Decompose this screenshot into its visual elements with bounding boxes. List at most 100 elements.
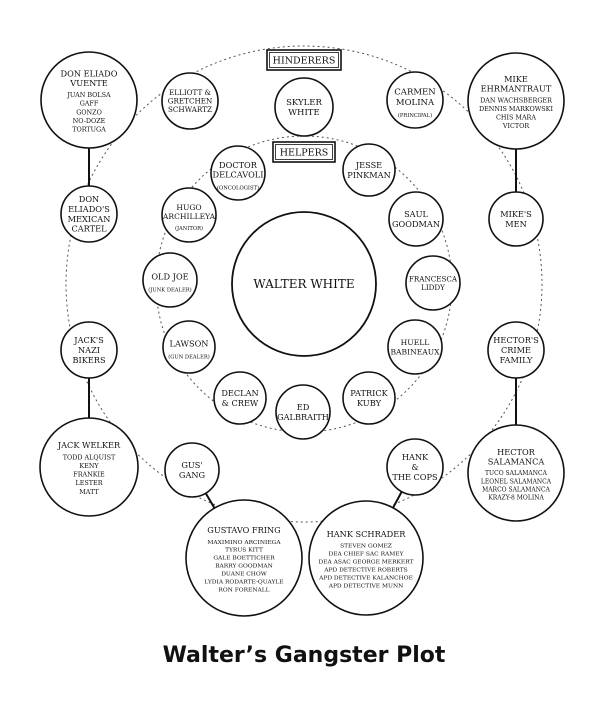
- node-circle: [386, 71, 444, 129]
- member-name: MATT: [79, 488, 99, 496]
- node-label: THE COPS: [392, 472, 438, 482]
- node-circle: [487, 321, 545, 379]
- member-name: DAN WACHSBERGER: [480, 96, 552, 104]
- node-label: PINKMAN: [347, 170, 390, 180]
- group-cops: HANK&THE COPS: [386, 438, 444, 496]
- node-label: GANG: [179, 470, 205, 480]
- member-name: LESTER: [75, 479, 102, 487]
- helper-lawson: LAWSON(GUN DEALER): [162, 320, 216, 374]
- node-label: SKYLER: [286, 98, 322, 108]
- members-title: GUSTAVO FRING: [207, 525, 280, 535]
- member-name: MARCO SALAMANCA: [482, 486, 550, 493]
- node-label: & CREW: [222, 398, 259, 408]
- node-label: CRIME: [501, 345, 531, 355]
- members-circle: [40, 51, 138, 149]
- diagram-caption: Walter’s Gangster Plot: [162, 643, 446, 668]
- helpers-label-inner-box: [275, 144, 333, 160]
- hinderers-label-text: HINDERERS: [273, 56, 336, 67]
- member-name: MAXIMINO ARCINIEGA: [207, 540, 281, 546]
- member-name: NO-DOZE: [73, 117, 106, 125]
- node-label: CARTEL: [71, 224, 107, 234]
- helpers-label: HELPERS: [272, 141, 336, 163]
- node-label: GRETCHEN: [168, 97, 213, 106]
- center-walter-white: WALTER WHITE: [231, 211, 377, 357]
- node-circle: [342, 143, 396, 197]
- node-circle: [142, 252, 198, 308]
- node-label: FRANCESCA: [409, 274, 458, 283]
- member-name: APD DETECTIVE MUNN: [328, 584, 404, 590]
- node-label: SAUL: [404, 209, 428, 219]
- center-label: WALTER WHITE: [253, 277, 354, 291]
- node-label: ELIADO'S: [68, 204, 110, 214]
- node-label: JESSE: [355, 160, 382, 170]
- node-label: DELCAVOLI: [213, 170, 264, 180]
- node-sublabel: (JUNK DEALER): [148, 286, 191, 293]
- node-circle: [210, 145, 266, 201]
- member-name: TORTUGA: [72, 126, 106, 134]
- helpers-label-text: HELPERS: [280, 148, 329, 159]
- member-name: DENNIS MARKOWSKI: [479, 105, 553, 113]
- members-title: DON ELIADO: [61, 69, 118, 79]
- node-label: DOCTOR: [219, 160, 258, 170]
- members-title: JACK WELKER: [57, 440, 121, 450]
- node-sublabel: (ONCOLOGIST): [217, 184, 259, 191]
- node-label: JACK'S: [73, 335, 104, 345]
- members-title: MIKE: [504, 74, 528, 84]
- node-label: ED: [297, 402, 310, 412]
- member-name: APD DETECTIVE ROBERTS: [323, 568, 407, 574]
- node-label: SCHWARTZ: [168, 105, 212, 114]
- member-name: VICTOR: [502, 122, 530, 130]
- member-name: TYRUS KITT: [225, 548, 263, 554]
- hinderers-label-inner-box: [269, 52, 339, 68]
- members-title: HANK SCHRADER: [327, 529, 407, 539]
- node-label: NAZI: [78, 345, 100, 355]
- node-sublabel: (GUN DEALER): [168, 353, 210, 360]
- node-label: LIDDY: [421, 283, 445, 292]
- node-label: GUS': [181, 460, 202, 470]
- node-label: DECLAN: [221, 388, 258, 398]
- node-circle: [274, 77, 334, 137]
- hinderers-label-box: [266, 49, 342, 71]
- center-circle: [231, 211, 377, 357]
- member-name: KRAZY-8 MOLINA: [488, 494, 544, 501]
- node-label: PATRICK: [350, 388, 388, 398]
- node-label: &: [411, 462, 418, 472]
- member-name: TUCO SALAMANCA: [485, 470, 548, 477]
- node-circle: [388, 191, 444, 247]
- node-label: HECTOR'S: [493, 335, 539, 345]
- member-name: GONZO: [76, 108, 102, 116]
- helpers-label-box: [272, 141, 336, 163]
- member-name: LEONEL SALAMANCA: [481, 478, 552, 485]
- node-label: OLD JOE: [151, 272, 188, 282]
- helper-declan: DECLAN& CREW: [213, 371, 267, 425]
- member-name: JUAN BOLSA: [66, 91, 111, 99]
- members-circle: [308, 500, 424, 616]
- member-name: KENY: [79, 462, 99, 470]
- member-name: DUANE CHOW: [221, 572, 268, 578]
- node-label: HUELL: [401, 338, 430, 347]
- members-gustavo: GUSTAVO FRING MAXIMINO ARCINIEGA TYRUS KIT…: [185, 499, 303, 617]
- node-circle: [213, 371, 267, 425]
- node-label: ARCHILLEYA: [162, 212, 216, 221]
- node-label: HUGO: [176, 203, 201, 212]
- members-circle: [39, 417, 139, 517]
- members-circle: [467, 52, 565, 150]
- node-sublabel: (PRINCIPAL): [398, 112, 432, 119]
- node-circle: [161, 72, 219, 130]
- node-label: FAMILY: [500, 355, 533, 365]
- members-title: HECTOR: [497, 447, 536, 457]
